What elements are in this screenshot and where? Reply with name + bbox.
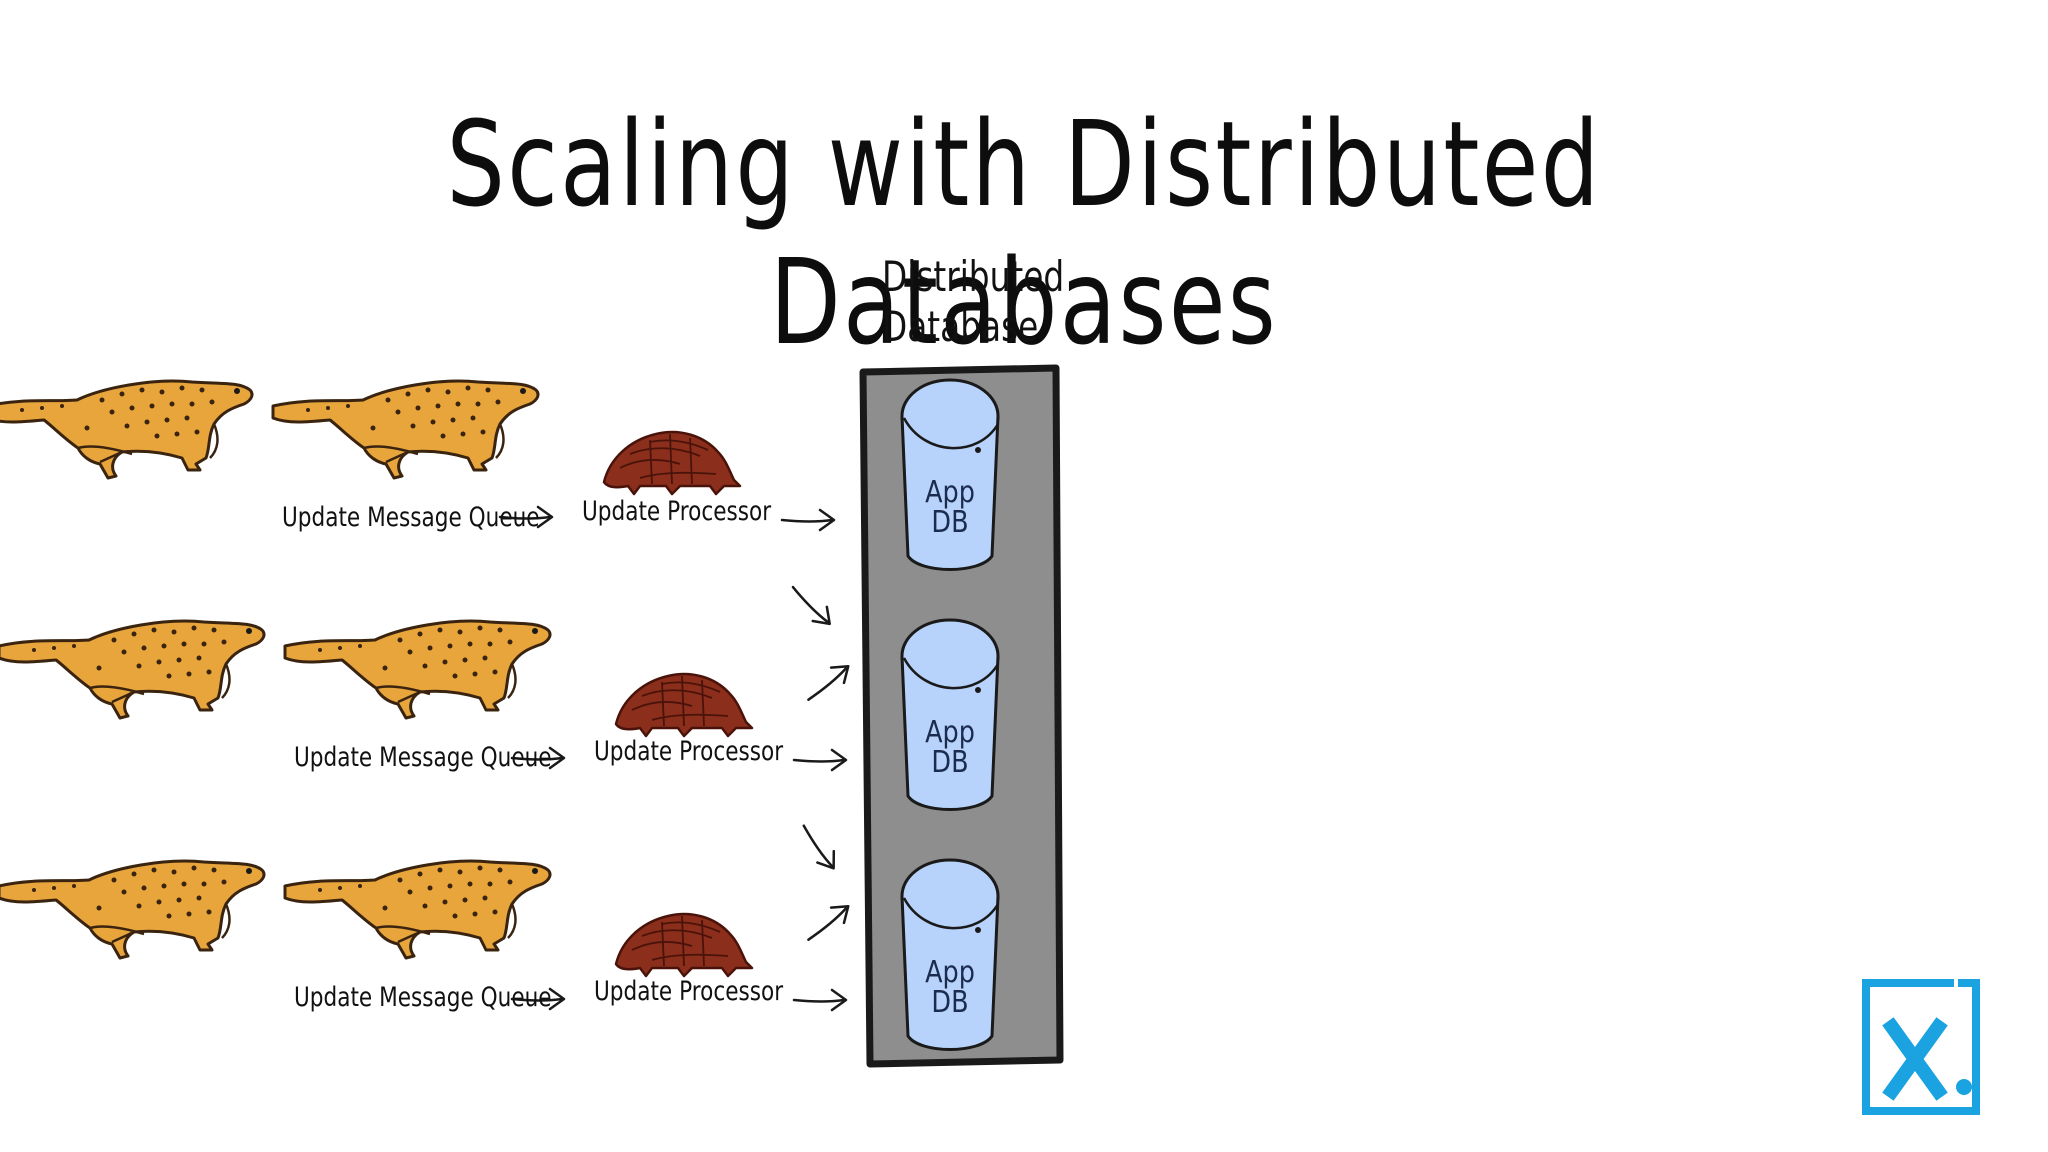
app-db-label: App DB: [916, 958, 984, 1018]
pangolin-icon: [614, 672, 754, 738]
cheetah-icon: [283, 859, 552, 960]
arrow-up-icon: [800, 897, 856, 949]
app-db-label-line2: DB: [931, 985, 969, 1020]
processor-label: Update Processor: [594, 976, 784, 1007]
cheetah-icon: [0, 859, 266, 960]
app-db-label: App DB: [916, 478, 984, 538]
arrow-up-icon: [800, 657, 856, 709]
processor-label: Update Processor: [594, 736, 784, 767]
page-title: Scaling with Distributed Databases: [446, 95, 1602, 371]
app-db-label: App DB: [916, 718, 984, 778]
cheetah-icon: [283, 619, 552, 720]
processor-label: Update Processor: [582, 496, 772, 527]
queue-label: Update Message Queue: [282, 502, 540, 533]
app-db-label-line1: App: [925, 475, 975, 510]
pangolin-icon: [602, 430, 742, 496]
arrow-down-icon: [784, 578, 839, 633]
cheetah-icon: [0, 379, 254, 480]
x-logo-icon: [1862, 979, 1980, 1115]
app-db-label-line1: App: [925, 955, 975, 990]
arrow-down-icon: [794, 818, 844, 876]
app-db-label-line2: DB: [931, 505, 969, 540]
database-caption-line2: Database: [882, 302, 1039, 351]
arrow-icon: [780, 508, 836, 532]
app-db-label-line1: App: [925, 715, 975, 750]
database-caption-line1: Distributed: [882, 252, 1065, 301]
database-caption: Distributed Database: [882, 252, 1065, 352]
queue-label: Update Message Queue: [294, 742, 552, 773]
cheetah-icon: [271, 379, 540, 480]
queue-label: Update Message Queue: [294, 982, 552, 1013]
arrow-icon: [792, 748, 848, 772]
arrow-icon: [792, 988, 848, 1012]
pangolin-icon: [614, 912, 754, 978]
cheetah-icon: [0, 619, 266, 720]
app-db-label-line2: DB: [931, 745, 969, 780]
